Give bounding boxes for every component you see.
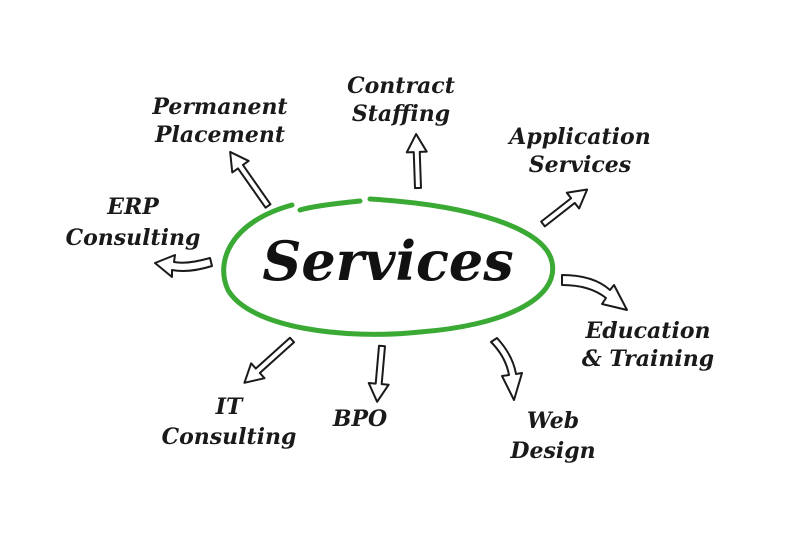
node-label-line: & Training bbox=[582, 346, 714, 372]
node-label-line: Design bbox=[509, 438, 595, 464]
node-label-line: Consulting bbox=[66, 225, 201, 251]
node-label-line: Contract bbox=[347, 73, 455, 99]
center-ring-arc-tail bbox=[297, 198, 363, 213]
center-label: Services bbox=[262, 229, 513, 293]
node-web-design: Web Design bbox=[509, 408, 595, 464]
node-permanent-placement: Permanent Placement bbox=[151, 94, 287, 148]
node-label-line: Consulting bbox=[162, 424, 297, 450]
node-label-line: Education bbox=[585, 318, 711, 344]
node-it-consulting: IT Consulting bbox=[162, 394, 297, 450]
arrow-erp-consulting bbox=[154, 254, 213, 278]
node-education-training: Education & Training bbox=[582, 318, 714, 372]
arrow-bpo bbox=[367, 344, 390, 403]
arrow-application-services bbox=[540, 188, 589, 228]
node-label-line: BPO bbox=[332, 406, 387, 432]
arrow-permanent-placement bbox=[229, 150, 272, 209]
node-label-line: Permanent bbox=[151, 94, 287, 120]
node-label-line: Staffing bbox=[352, 101, 450, 127]
arrow-web-design bbox=[490, 337, 523, 401]
node-label-line: Web bbox=[527, 408, 579, 434]
arrow-it-consulting bbox=[243, 336, 296, 384]
center-ring-arc-main bbox=[221, 196, 556, 337]
node-label-line: Services bbox=[529, 152, 631, 178]
node-application-services: Application Services bbox=[507, 124, 650, 178]
node-contract-staffing: Contract Staffing bbox=[347, 73, 455, 127]
node-label-line: Application bbox=[507, 124, 650, 150]
node-erp-consulting: ERP Consulting bbox=[66, 194, 201, 251]
node-label-line: ERP bbox=[106, 194, 160, 220]
arrow-contract-staffing bbox=[405, 133, 428, 190]
node-label-line: Placement bbox=[154, 122, 285, 148]
node-label-line: IT bbox=[215, 394, 244, 420]
node-bpo: BPO bbox=[332, 406, 387, 432]
arrow-education-training bbox=[561, 274, 628, 311]
center-ring bbox=[221, 196, 556, 337]
